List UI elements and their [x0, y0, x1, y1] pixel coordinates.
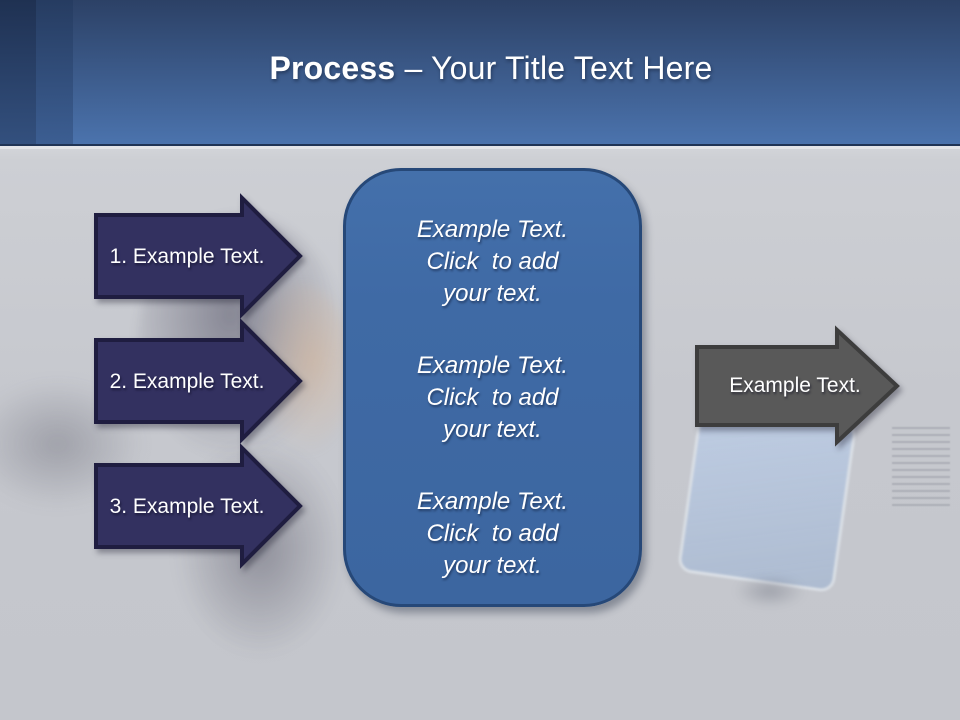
step-arrow-1-label[interactable]: 1. Example Text. [109, 244, 265, 268]
result-arrow[interactable]: Example Text. [694, 325, 900, 447]
text-line: Example Text. [416, 216, 569, 243]
monitor-vents-shape [892, 427, 950, 507]
slide-title[interactable]: Process – Your Title Text Here [11, 50, 960, 87]
slide-title-rest: – Your Title Text Here [404, 50, 713, 86]
placeholder-paragraph[interactable]: Example Text. Click to add your text. [346, 350, 639, 446]
text-line: Click to add [426, 248, 559, 275]
text-line: Click to add [426, 520, 559, 547]
placeholder-paragraph[interactable]: Example Text. Click to add your text. [346, 214, 639, 310]
right-arrow-shape [695, 325, 900, 447]
step-arrow-2[interactable]: 2. Example Text. [93, 318, 303, 444]
text-line: Example Text. [416, 352, 569, 379]
text-line: Example Text. [416, 488, 569, 515]
text-line: Click to add [426, 384, 559, 411]
slide-header: Process – Your Title Text Here [0, 0, 960, 146]
right-arrow-shape [94, 318, 303, 444]
right-arrow-shape [94, 193, 303, 319]
step-arrow-3[interactable]: 3. Example Text. [93, 443, 303, 569]
result-arrow-label[interactable]: Example Text. [729, 373, 861, 397]
slide-title-emphasis: Process [269, 50, 396, 86]
placeholder-paragraph[interactable]: Example Text. Click to add your text. [346, 486, 639, 582]
text-line: your text. [443, 280, 542, 307]
step-arrow-1[interactable]: 1. Example Text. [93, 193, 303, 319]
text-line: your text. [443, 552, 542, 579]
center-text-panel[interactable]: Example Text. Click to add your text. Ex… [343, 168, 642, 607]
right-arrow-shape [94, 443, 303, 569]
text-line: your text. [443, 416, 542, 443]
header-accent-band-medium [36, 0, 73, 144]
step-arrow-2-label[interactable]: 2. Example Text. [109, 369, 265, 393]
monitor-base-shape [735, 574, 805, 608]
step-arrow-3-label[interactable]: 3. Example Text. [109, 494, 265, 518]
header-accent-band-dark [0, 0, 36, 144]
